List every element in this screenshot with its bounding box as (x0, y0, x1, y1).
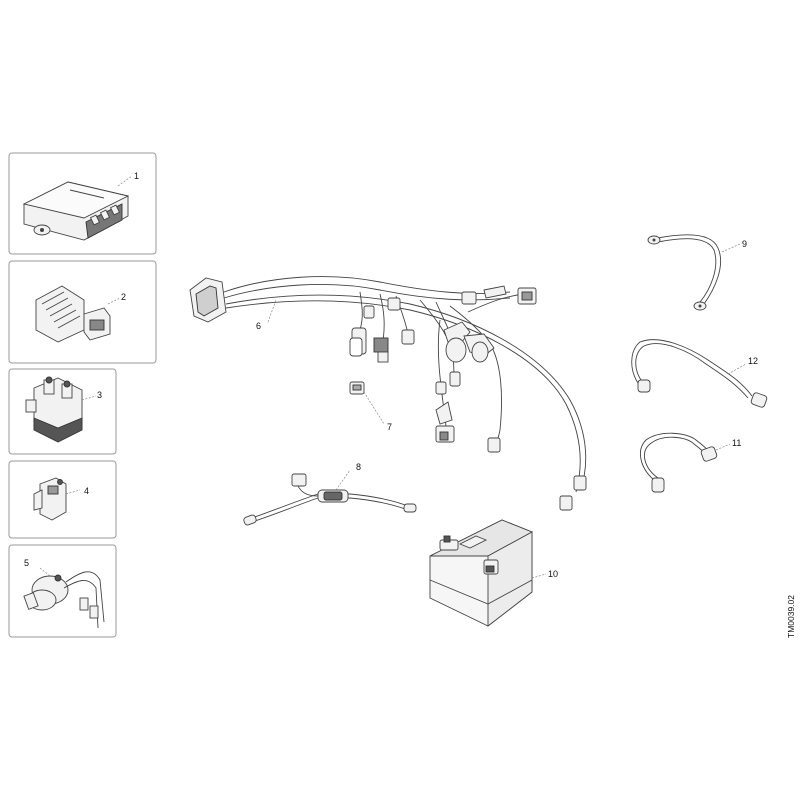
callout-6: 6 (256, 321, 261, 331)
part-11-battery-cable: 11 (639, 432, 741, 493)
callout-3: 3 (97, 390, 102, 400)
callout-5: 5 (24, 558, 29, 568)
callout-11: 11 (732, 438, 741, 448)
drawing-reference-code: TM0039.02 (786, 595, 796, 638)
callout-7: 7 (387, 422, 392, 432)
voltage-regulator-drawing (35, 285, 111, 343)
connector-drawing (33, 477, 67, 521)
callout-10: 10 (548, 569, 558, 579)
horn-drawing (23, 571, 105, 629)
part-1-control-unit-box: 1 (8, 152, 157, 255)
part-4-connector-box: 4 (8, 460, 117, 539)
part-2-regulator-box: 2 (8, 260, 157, 364)
starter-relay-drawing (25, 376, 83, 443)
part-6-main-harness: 6 (189, 276, 587, 511)
control-unit-drawing (22, 181, 130, 241)
callout-4: 4 (84, 486, 89, 496)
part-9-ground-cable: 9 (647, 234, 747, 311)
part-5-horn-box: 5 (8, 544, 117, 638)
part-3-relay-box: 3 (8, 368, 117, 455)
callout-1: 1 (134, 171, 139, 181)
callout-8: 8 (356, 462, 361, 472)
part-7-small-connector: 7 (349, 381, 392, 432)
callout-12: 12 (748, 356, 758, 366)
harness-connectors (349, 285, 587, 511)
part-8-fuse-lead: 8 (243, 462, 417, 526)
part-12-battery-cable: 12 (631, 339, 768, 408)
callout-9: 9 (742, 239, 747, 249)
callout-2: 2 (121, 292, 126, 302)
part-10-battery: 10 (429, 519, 558, 627)
